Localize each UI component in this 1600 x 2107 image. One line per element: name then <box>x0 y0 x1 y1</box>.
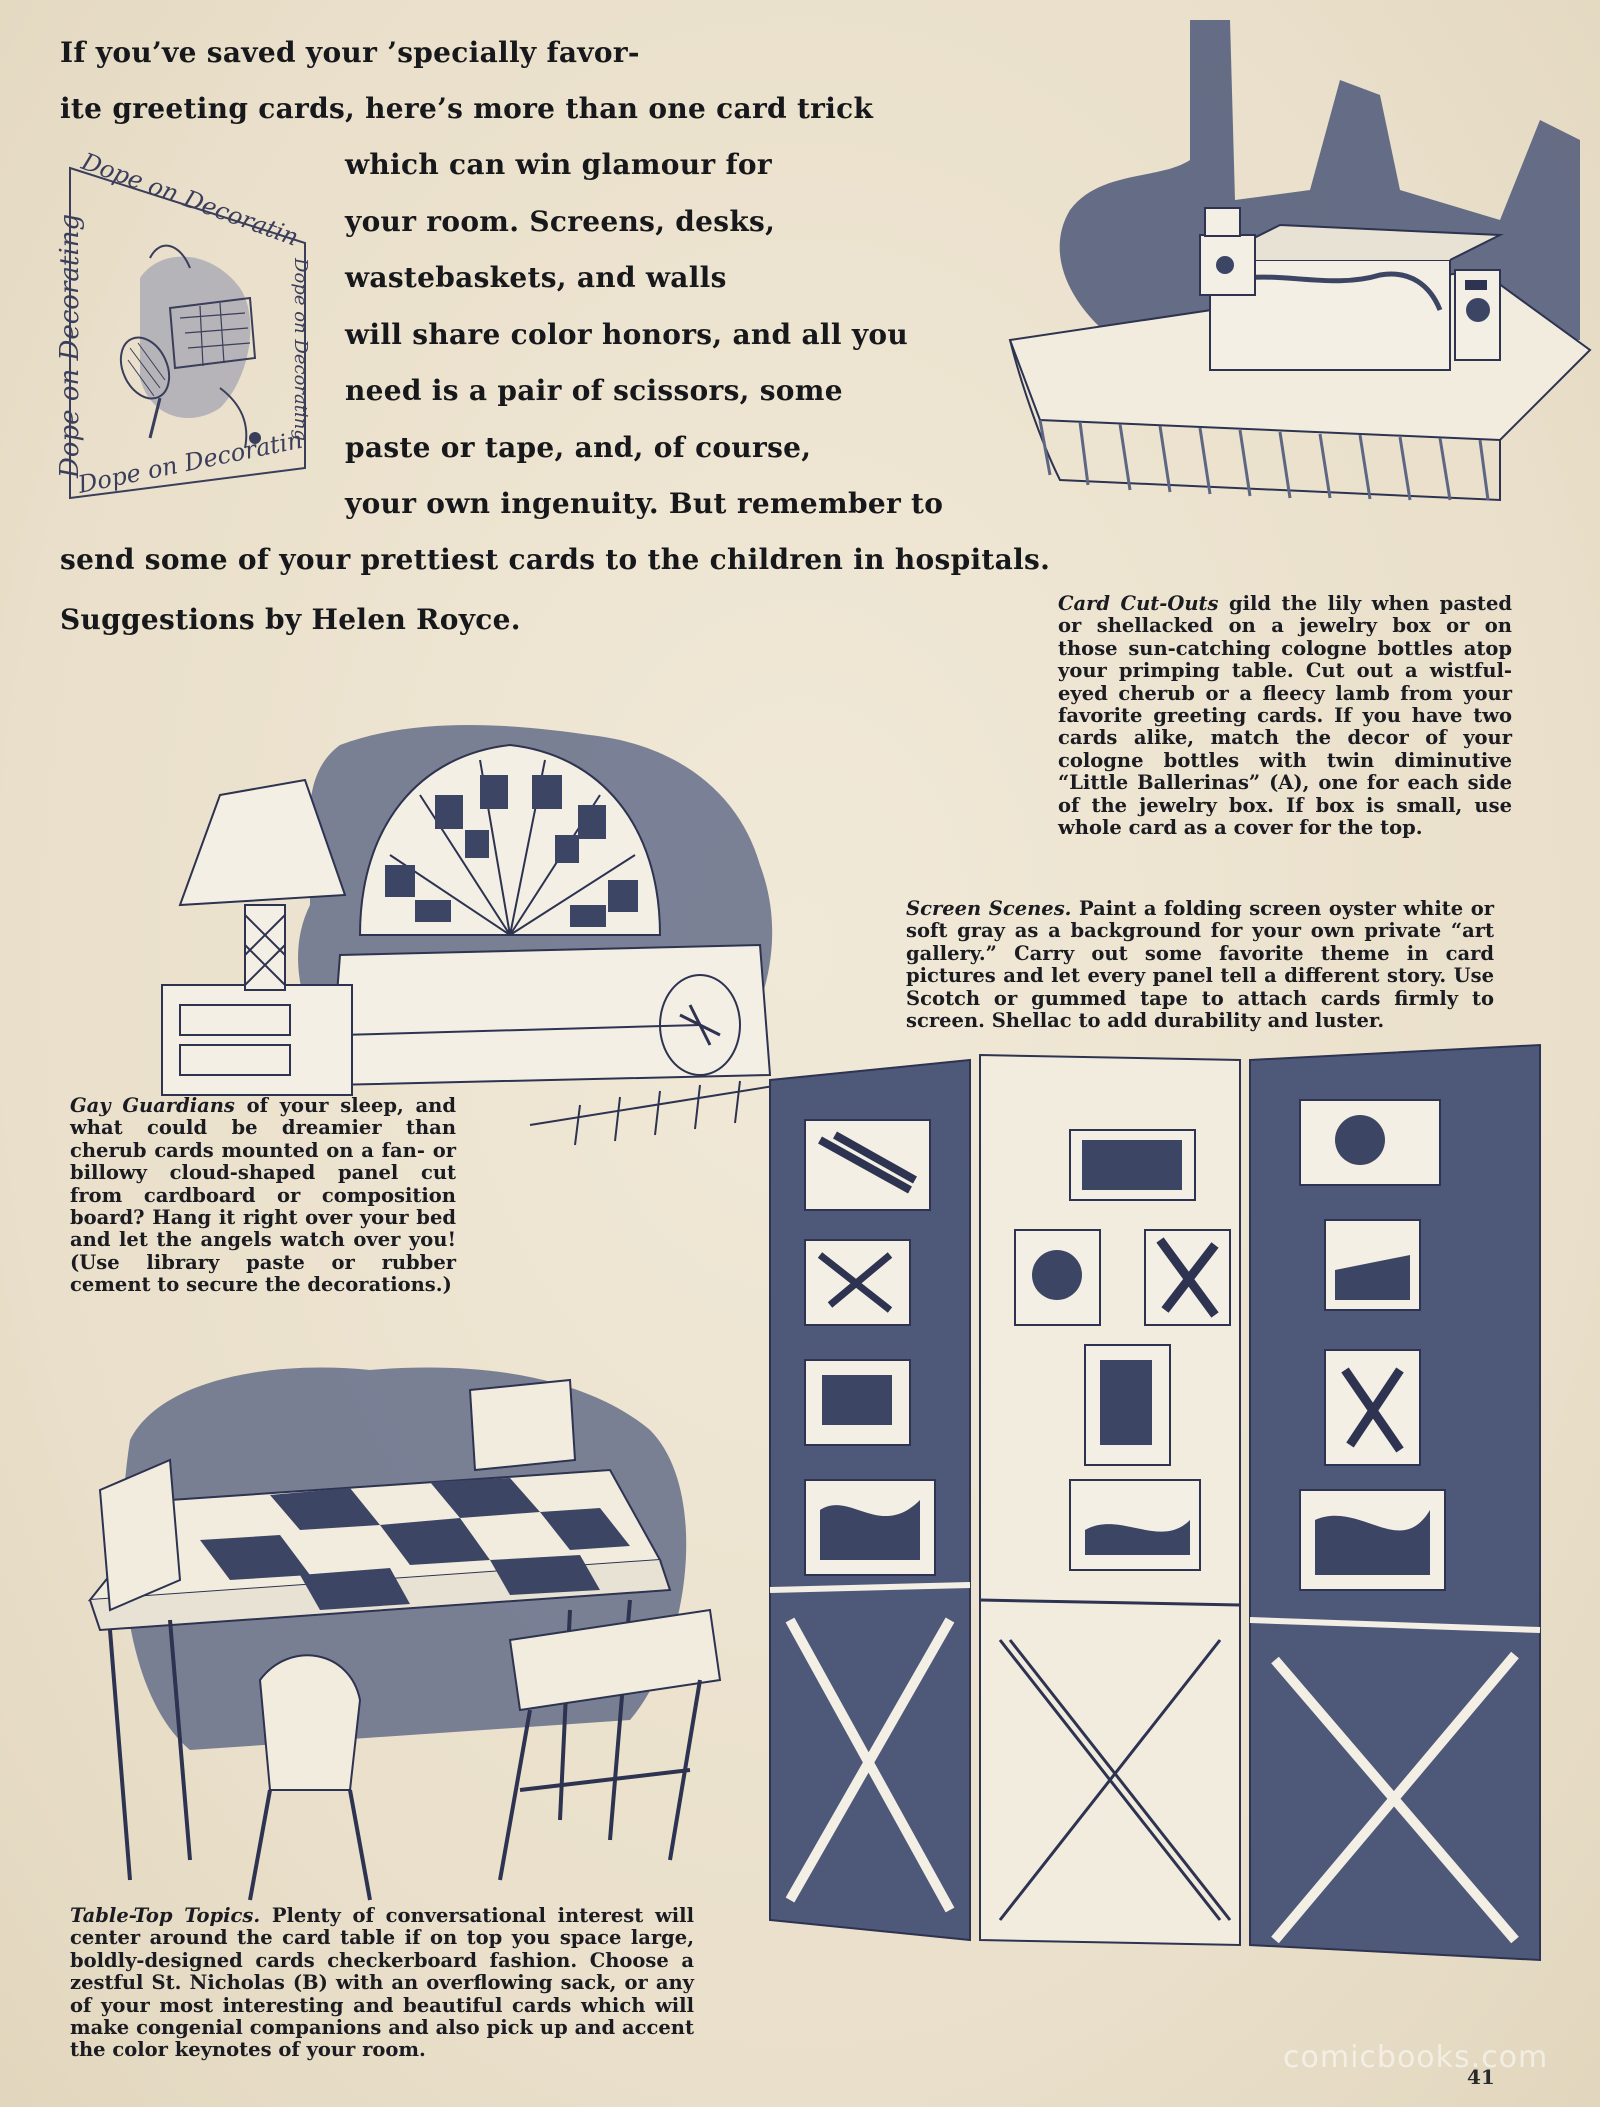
card-cutouts-caption: Card Cut-Outs gild the lily when pasted … <box>1058 592 1512 840</box>
intro-line: send some of your prettiest cards to the… <box>60 543 1051 576</box>
intro-byline: Suggestions by Helen Royce. <box>60 603 521 636</box>
table-top-heading: Table-Top Topics. <box>70 1904 261 1927</box>
dope-on-decorating-logo: Dope on Decorating Dope on Decorating Do… <box>50 148 330 508</box>
intro-line: ite greeting cards, here’s more than one… <box>60 92 874 125</box>
screen-scenes-caption: Screen Scenes. Paint a folding screen oy… <box>906 897 1494 1033</box>
watermark: comicbooks.com <box>1283 2040 1549 2075</box>
logo-drawing: Dope on Decorating Dope on Decorating Do… <box>50 148 311 500</box>
bed-fan-headboard-illustration <box>160 705 850 1165</box>
vanity-table-illustration <box>980 20 1600 525</box>
screen-drawing <box>769 1043 1541 1962</box>
gay-guardians-caption: Gay Guardians of your sleep, and what co… <box>70 1094 456 1297</box>
gay-guardians-body: of your sleep, and what could be dreamie… <box>70 1094 456 1297</box>
table-top-caption: Table-Top Topics. Plenty of conversation… <box>70 1904 694 2062</box>
screen-scenes-body: Paint a folding screen oyster white or s… <box>906 897 1494 1033</box>
vanity-drawing <box>1008 20 1592 502</box>
intro-line: your room. Screens, desks, <box>345 205 776 238</box>
intro-line: need is a pair of scissors, some <box>345 374 843 407</box>
intro-line: your own ingenuity. But remember to <box>345 487 944 520</box>
bed-drawing <box>161 725 781 1146</box>
page-number: 41 <box>1467 2065 1495 2089</box>
card-table-illustration <box>70 1320 740 1910</box>
intro-line: If you’ve saved your ’specially favor- <box>60 36 640 69</box>
folding-screen-illustration <box>760 1040 1570 1975</box>
svg-text:Dope on Decorating: Dope on Decorating <box>55 214 85 479</box>
svg-text:Dope on Decorating: Dope on Decorating <box>50 148 302 252</box>
intro-line: wastebaskets, and walls <box>345 261 727 294</box>
table-drawing <box>87 1367 722 1901</box>
gay-guardians-heading: Gay Guardians <box>70 1094 235 1117</box>
screen-scenes-heading: Screen Scenes. <box>906 897 1072 920</box>
intro-line: paste or tape, and, of course, <box>345 431 812 464</box>
intro-line: which can win glamour for <box>345 148 772 181</box>
card-cutouts-heading: Card Cut-Outs <box>1058 592 1219 615</box>
table-top-body: Plenty of conversational interest will c… <box>70 1904 694 2062</box>
svg-text:Dope on Decorating: Dope on Decorating <box>290 257 311 441</box>
card-cutouts-body: gild the lily when pasted or shellacked … <box>1058 592 1512 840</box>
intro-line: will share color honors, and all you <box>345 318 909 351</box>
